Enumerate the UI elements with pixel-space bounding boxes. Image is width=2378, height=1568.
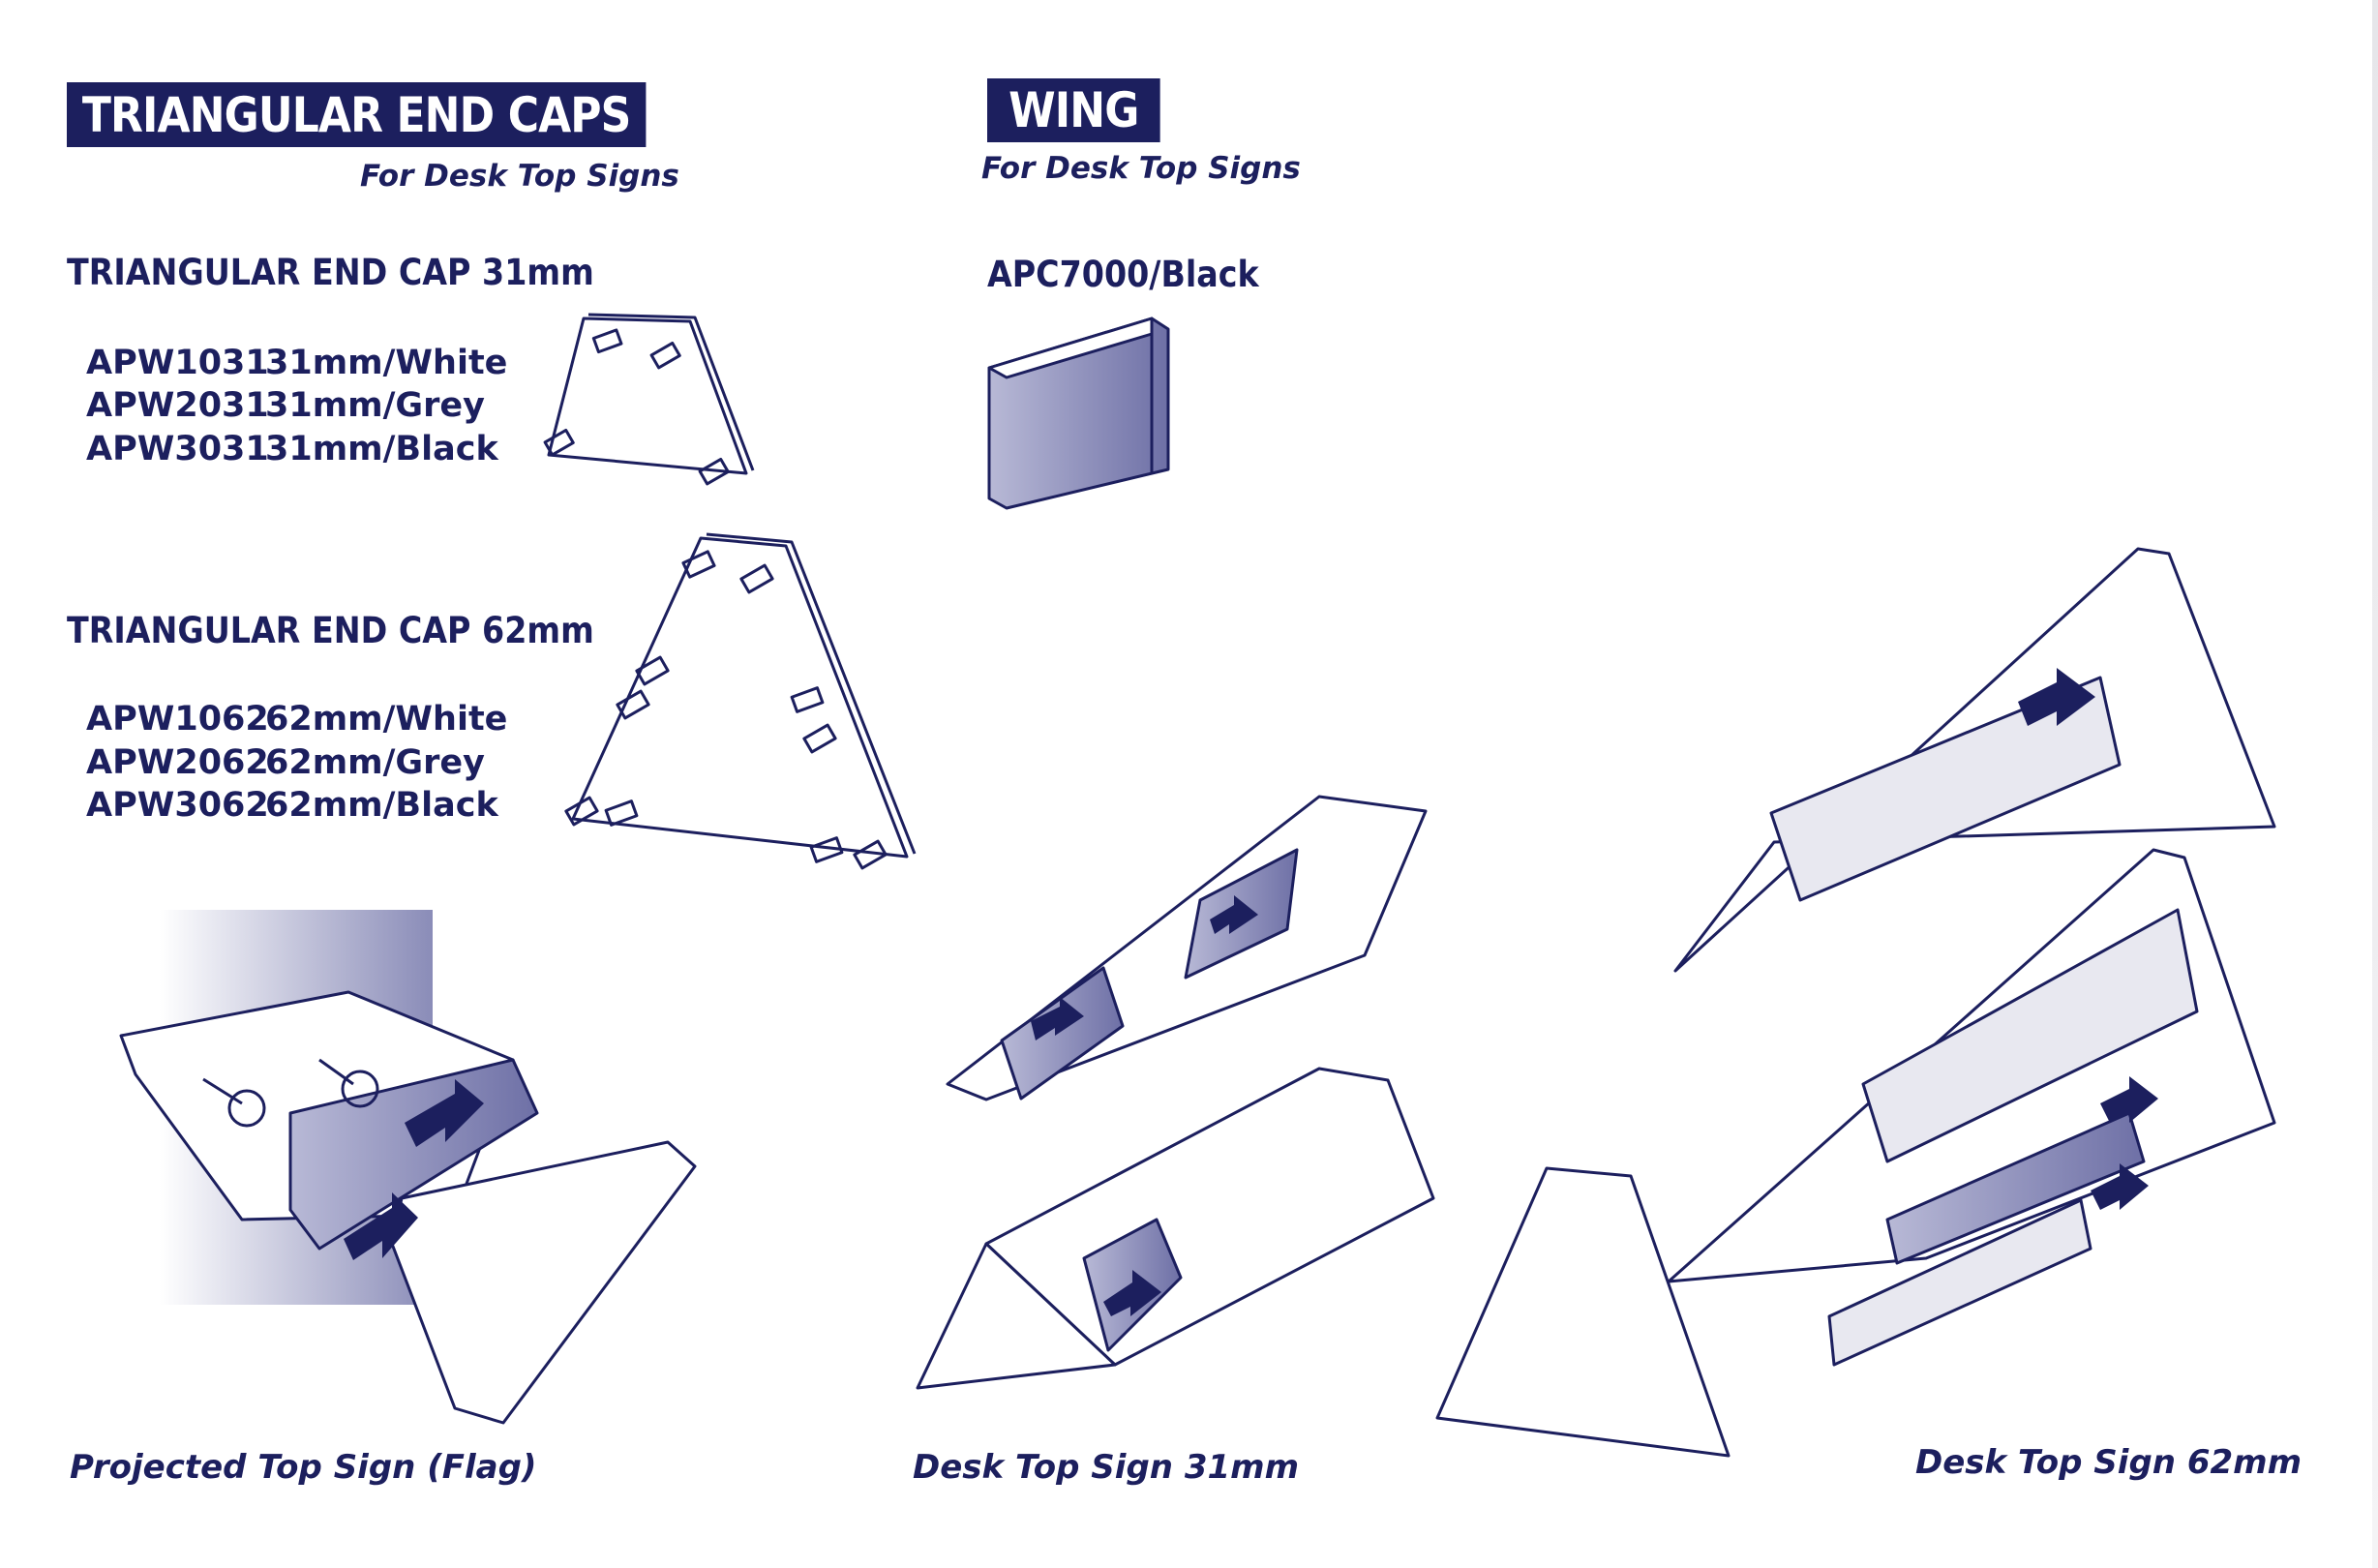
cap31-heading: TRIANGULAR END CAP 31mm xyxy=(67,252,594,293)
desk-sign-31mm-upper-drawing xyxy=(946,795,1428,1101)
wing-product-label: APC7000/Black xyxy=(987,254,1259,295)
cap62-item: APW206262mm/Grey xyxy=(86,743,485,782)
cap31-item: APW203131mm/Grey xyxy=(86,386,485,425)
projected-flag-drawing xyxy=(119,910,697,1425)
end-caps-subtitle: For Desk Top Signs xyxy=(360,159,679,194)
desk-sign-62mm-upper-drawing xyxy=(1673,547,2276,973)
item-desc: 31mm/Grey xyxy=(265,386,485,425)
cap62-item: APW306262mm/Black xyxy=(86,786,498,825)
item-code: APW1062 xyxy=(86,700,269,739)
item-desc: 62mm/White xyxy=(265,700,508,739)
wing-subtitle: For Desk Top Signs xyxy=(981,151,1301,186)
cap62-heading: TRIANGULAR END CAP 62mm xyxy=(67,610,594,651)
end-caps-title: TRIANGULAR END CAPS xyxy=(67,82,647,147)
desk-sign-31mm-lower-drawing xyxy=(916,1067,1435,1390)
item-desc: 62mm/Black xyxy=(265,786,498,825)
scan-edge xyxy=(2372,0,2378,1568)
item-desc: 31mm/White xyxy=(265,344,508,382)
end-cap-62mm-drawing xyxy=(564,532,917,870)
item-code: APW3031 xyxy=(86,430,269,468)
desk-sign-62mm-lower-drawing xyxy=(1435,848,2276,1458)
caption-projected-flag: Projected Top Sign (Flag) xyxy=(70,1448,537,1487)
item-code: APW3062 xyxy=(86,786,269,825)
cap31-item: APW303131mm/Black xyxy=(86,430,498,468)
cap62-item: APW106262mm/White xyxy=(86,700,507,739)
item-desc: 62mm/Grey xyxy=(265,743,485,782)
item-code: APW2031 xyxy=(86,386,269,425)
caption-desk-31mm: Desk Top Sign 31mm xyxy=(913,1448,1300,1487)
item-code: APW1031 xyxy=(86,344,269,382)
end-cap-31mm-drawing xyxy=(543,313,755,486)
wing-drawing xyxy=(987,317,1170,510)
cap31-item: APW103131mm/White xyxy=(86,344,507,382)
item-code: APW2062 xyxy=(86,743,269,782)
item-desc: 31mm/Black xyxy=(265,430,498,468)
wing-title: WING xyxy=(987,78,1160,142)
caption-desk-62mm: Desk Top Sign 62mm xyxy=(1915,1443,2303,1482)
